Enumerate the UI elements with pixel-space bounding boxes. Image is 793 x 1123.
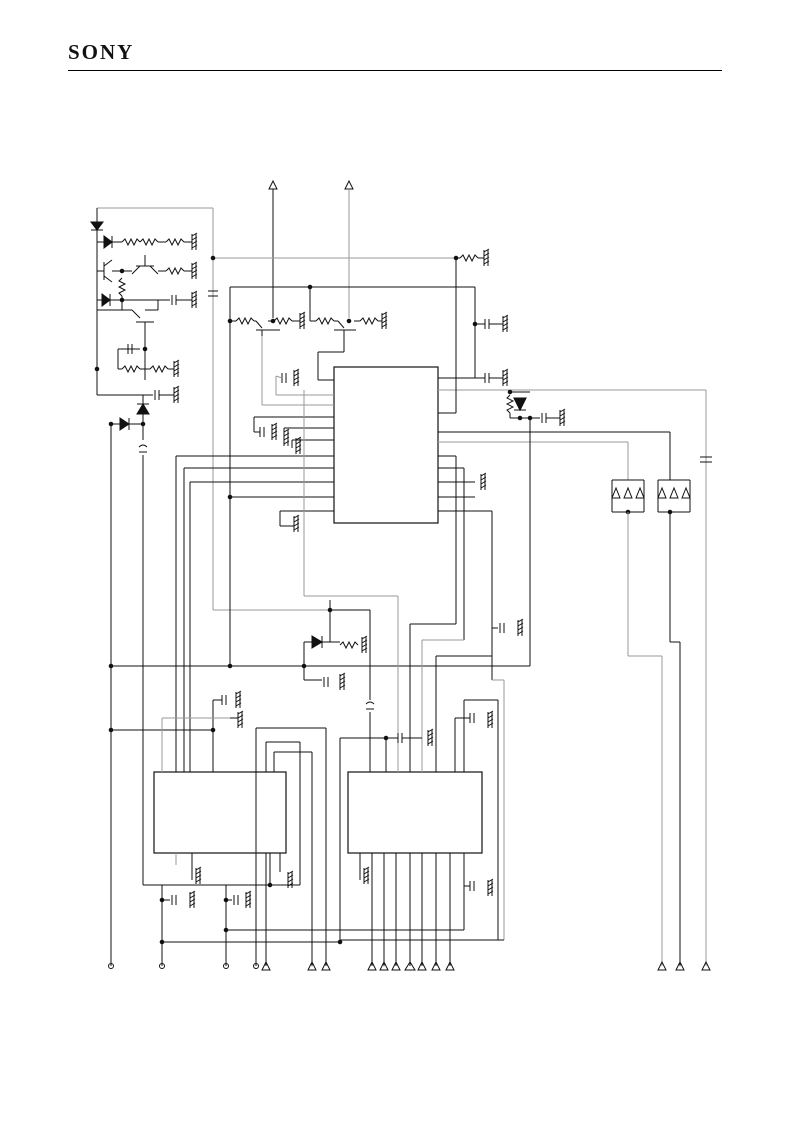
ic-main-block [333,366,439,524]
ic-lower-left-block [153,771,287,854]
diode-array-2 [657,479,691,513]
diode-5 [311,635,323,649]
terminal-lower-right-4 [404,961,416,971]
output-terminal-2 [344,180,354,190]
ic-lower-right-block [347,771,483,854]
header-rule [68,70,722,71]
output-terminal-1 [268,180,278,190]
diode-array-1 [611,479,645,513]
diode-4 [119,417,130,431]
diode-2 [103,235,113,249]
zener-diode [136,403,150,415]
diode-1 [90,221,104,231]
sony-logo: SONY [68,40,135,64]
diode-3 [101,293,111,307]
